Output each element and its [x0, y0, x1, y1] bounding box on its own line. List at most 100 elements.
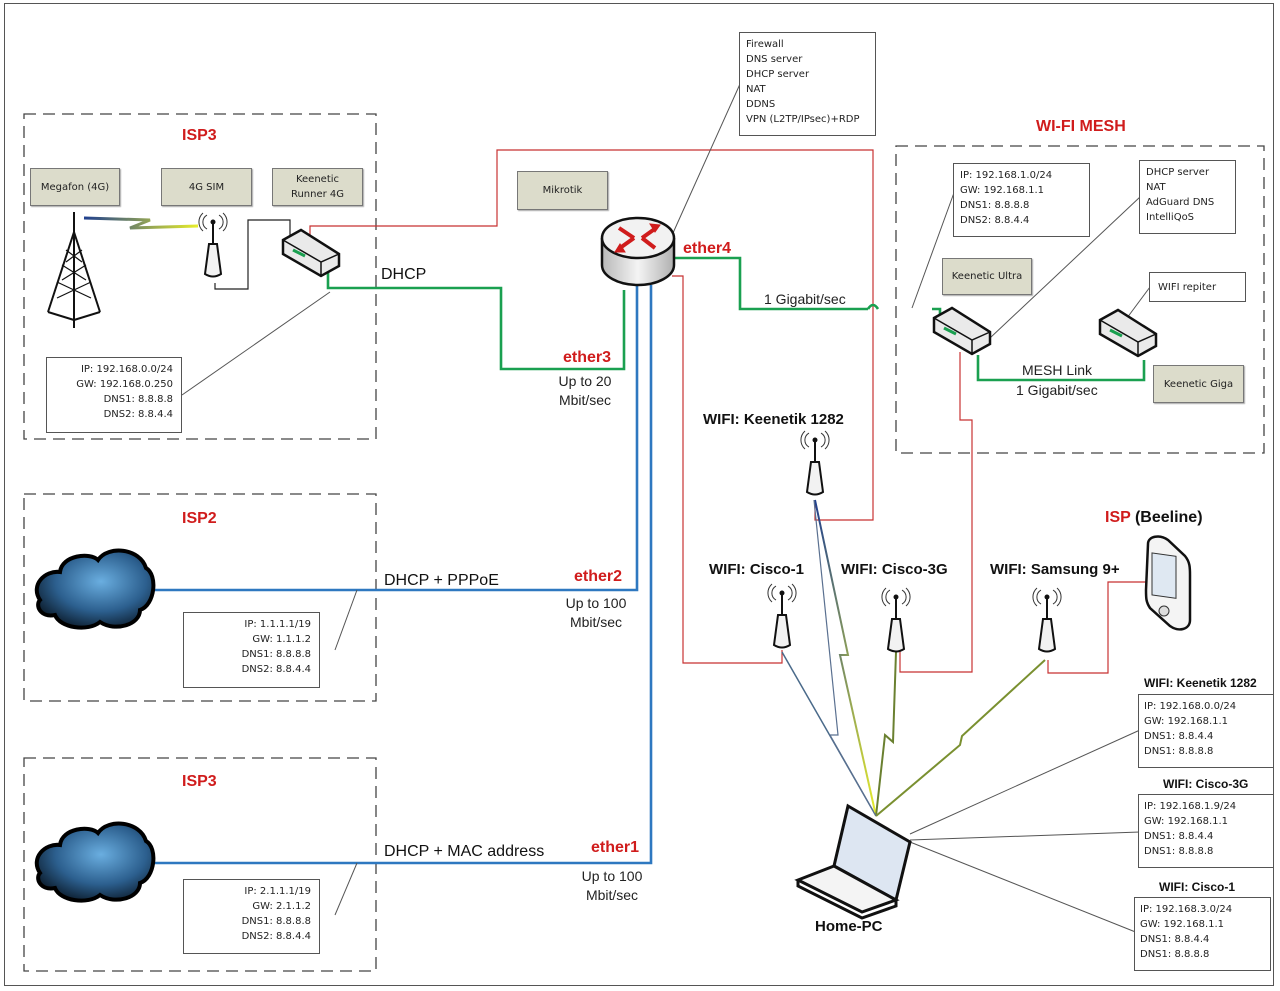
- ether4-speed: 1 Gigabit/sec: [764, 291, 846, 307]
- service-item: DHCP server: [746, 69, 810, 80]
- ether1-speed-line2: Mbit/sec: [585, 887, 639, 903]
- isp3-top-title: ISP3: [182, 127, 217, 144]
- isp2-cloud-icon: [34, 548, 156, 630]
- isp2-title: ISP2: [182, 510, 217, 527]
- isp3-bottom-title: ISP3: [182, 773, 217, 790]
- isp3-cloud-icon: [34, 821, 156, 903]
- config-line: IP: 192.168.1.9/24: [1144, 801, 1237, 812]
- ether2-speed-line2: Mbit/sec: [569, 614, 623, 630]
- runner-label-line1: Keenetic: [295, 174, 340, 185]
- config-line: IP: 1.1.1.1/19: [244, 619, 311, 630]
- ether1-speed: Up to 100 Mbit/sec: [576, 867, 648, 905]
- callout-wifi-cisco3g: [909, 831, 1141, 841]
- wifi-keenetik-label: WIFI: Keenetik 1282: [703, 411, 844, 428]
- config-line: IP: 2.1.1.1/19: [244, 886, 311, 897]
- config-line: DNS1: 8.8.8.8: [960, 200, 1030, 211]
- ether3-speed-line1: Up to 20: [558, 373, 612, 389]
- ether4-link: [672, 256, 868, 311]
- wifi-cisco1-label: WIFI: Cisco-1: [709, 561, 805, 578]
- sim-label: 4G SIM: [161, 168, 252, 206]
- isp-beeline-title: ISP (Beeline): [1105, 509, 1203, 527]
- wifi-config-box-keenetik: IP: 192.168.0.0/24 GW: 192.168.1.1 DNS1:…: [1138, 694, 1274, 768]
- service-item: AdGuard DNS: [1146, 197, 1215, 208]
- red-link-runner: [309, 149, 874, 521]
- config-line: IP: 192.168.0.0/24: [1144, 701, 1237, 712]
- service-item: NAT: [1146, 182, 1166, 193]
- mesh-title: WI-FI MESH: [1036, 118, 1126, 135]
- ether3-link: [326, 268, 626, 371]
- service-item: DHCP server: [1146, 167, 1210, 178]
- ether1-label: ether1: [591, 839, 640, 856]
- config-line: IP: 192.168.3.0/24: [1140, 904, 1233, 915]
- cisco3g-antenna-icon: [881, 587, 911, 653]
- mesh-config-box: IP: 192.168.1.0/24 GW: 192.168.1.1 DNS1:…: [953, 163, 1090, 237]
- home-pc-label: Home-PC: [815, 918, 883, 935]
- config-line: DNS2: 8.8.4.4: [241, 931, 311, 942]
- wifi-config-box-cisco1: IP: 192.168.3.0/24 GW: 192.168.1.1 DNS1:…: [1134, 897, 1271, 971]
- config-line: DNS1: 8.8.4.4: [1144, 731, 1214, 742]
- isp3-top-config-box: IP: 192.168.0.0/24 GW: 192.168.0.250 DNS…: [46, 357, 182, 433]
- config-line: DNS1: 8.8.8.8: [1144, 846, 1214, 857]
- mesh-link: [976, 355, 1146, 382]
- config-line: IP: 192.168.0.0/24: [80, 364, 173, 375]
- wireless-cisco3g: [875, 651, 897, 817]
- config-line: DNS1: 8.8.8.8: [1140, 949, 1210, 960]
- ether3-label: ether3: [563, 349, 612, 366]
- 4g-wireless-link: [83, 216, 199, 230]
- service-item: VPN (L2TP/IPsec)+RDP: [746, 114, 860, 125]
- callout-isp3-bottom: [334, 862, 358, 916]
- service-item: IntelliQoS: [1146, 212, 1195, 223]
- config-line: GW: 192.168.1.1: [1144, 716, 1229, 727]
- config-line: DNS1: 8.8.8.8: [241, 649, 311, 660]
- isp3-bottom-config-box: IP: 2.1.1.1/19 GW: 2.1.1.2 DNS1: 8.8.8.8…: [183, 879, 320, 954]
- megafon-label: Megafon (4G): [30, 168, 120, 206]
- config-line: GW: 192.168.0.250: [76, 379, 173, 390]
- wifi-config-title-keenetik: WIFI: Keenetik 1282: [1144, 676, 1257, 690]
- giga-note: WIFI repiter: [1158, 281, 1217, 293]
- callout-mikrotik: [672, 83, 741, 234]
- ether4-label: ether4: [683, 240, 732, 257]
- ether2-speed: Up to 100 Mbit/sec: [560, 594, 632, 632]
- diagram-frame: [4, 3, 1274, 986]
- mesh-link-speed: 1 Gigabit/sec: [1016, 382, 1098, 398]
- mikrotik-services-box: Firewall DNS server DHCP server NAT DDNS…: [739, 32, 876, 136]
- wireless-keenetik: [814, 499, 877, 817]
- config-line: DNS1: 8.8.4.4: [1144, 831, 1214, 842]
- callout-wifi-cisco1: [909, 841, 1139, 934]
- ether4-hop: [866, 303, 880, 310]
- ether1-speed-line1: Up to 100: [581, 868, 643, 884]
- samsung-antenna-icon: [1032, 587, 1062, 653]
- phone-icon: [1144, 535, 1192, 631]
- isp3-top-group: [23, 113, 377, 440]
- ether3-protocol: DHCP: [381, 266, 427, 283]
- cisco1-antenna-icon: [767, 583, 797, 649]
- config-line: DNS1: 8.8.4.4: [1140, 934, 1210, 945]
- mikrotik-label: Mikrotik: [517, 171, 608, 210]
- isp2-group: [23, 493, 377, 702]
- mesh-link-label: MESH Link: [1022, 362, 1093, 378]
- ultra-services-box: DHCP server NAT AdGuard DNS IntelliQoS: [1139, 160, 1236, 234]
- service-item: NAT: [746, 84, 766, 95]
- config-line: GW: 192.168.1.1: [1144, 816, 1229, 827]
- giga-note-box: WIFI repiter: [1149, 272, 1246, 302]
- service-item: DDNS: [746, 99, 776, 110]
- callout-wifi-keenetik: [909, 729, 1141, 835]
- ether2-label: ether2: [574, 568, 623, 585]
- config-line: DNS1: 8.8.8.8: [103, 394, 173, 405]
- service-item: DNS server: [746, 54, 803, 65]
- config-line: GW: 2.1.1.2: [252, 901, 311, 912]
- cell-tower-icon: [47, 212, 101, 328]
- wifi-samsung-label: WIFI: Samsung 9+: [990, 561, 1120, 578]
- sim-cable: [214, 219, 291, 290]
- isp2-config-box: IP: 1.1.1.1/19 GW: 1.1.1.2 DNS1: 8.8.8.8…: [183, 612, 320, 688]
- service-item: Firewall: [746, 39, 784, 50]
- red-link-samsung: [1047, 581, 1168, 674]
- ether2-protocol: DHCP + PPPoE: [384, 572, 499, 589]
- wireless-ultra: [813, 499, 877, 817]
- callout-isp2: [334, 589, 358, 651]
- wifi-config-title-cisco1: WIFI: Cisco-1: [1159, 880, 1236, 894]
- config-line: DNS1: 8.8.8.8: [241, 916, 311, 927]
- callout-ultra-services: [989, 196, 1141, 339]
- config-line: DNS2: 8.8.4.4: [241, 664, 311, 675]
